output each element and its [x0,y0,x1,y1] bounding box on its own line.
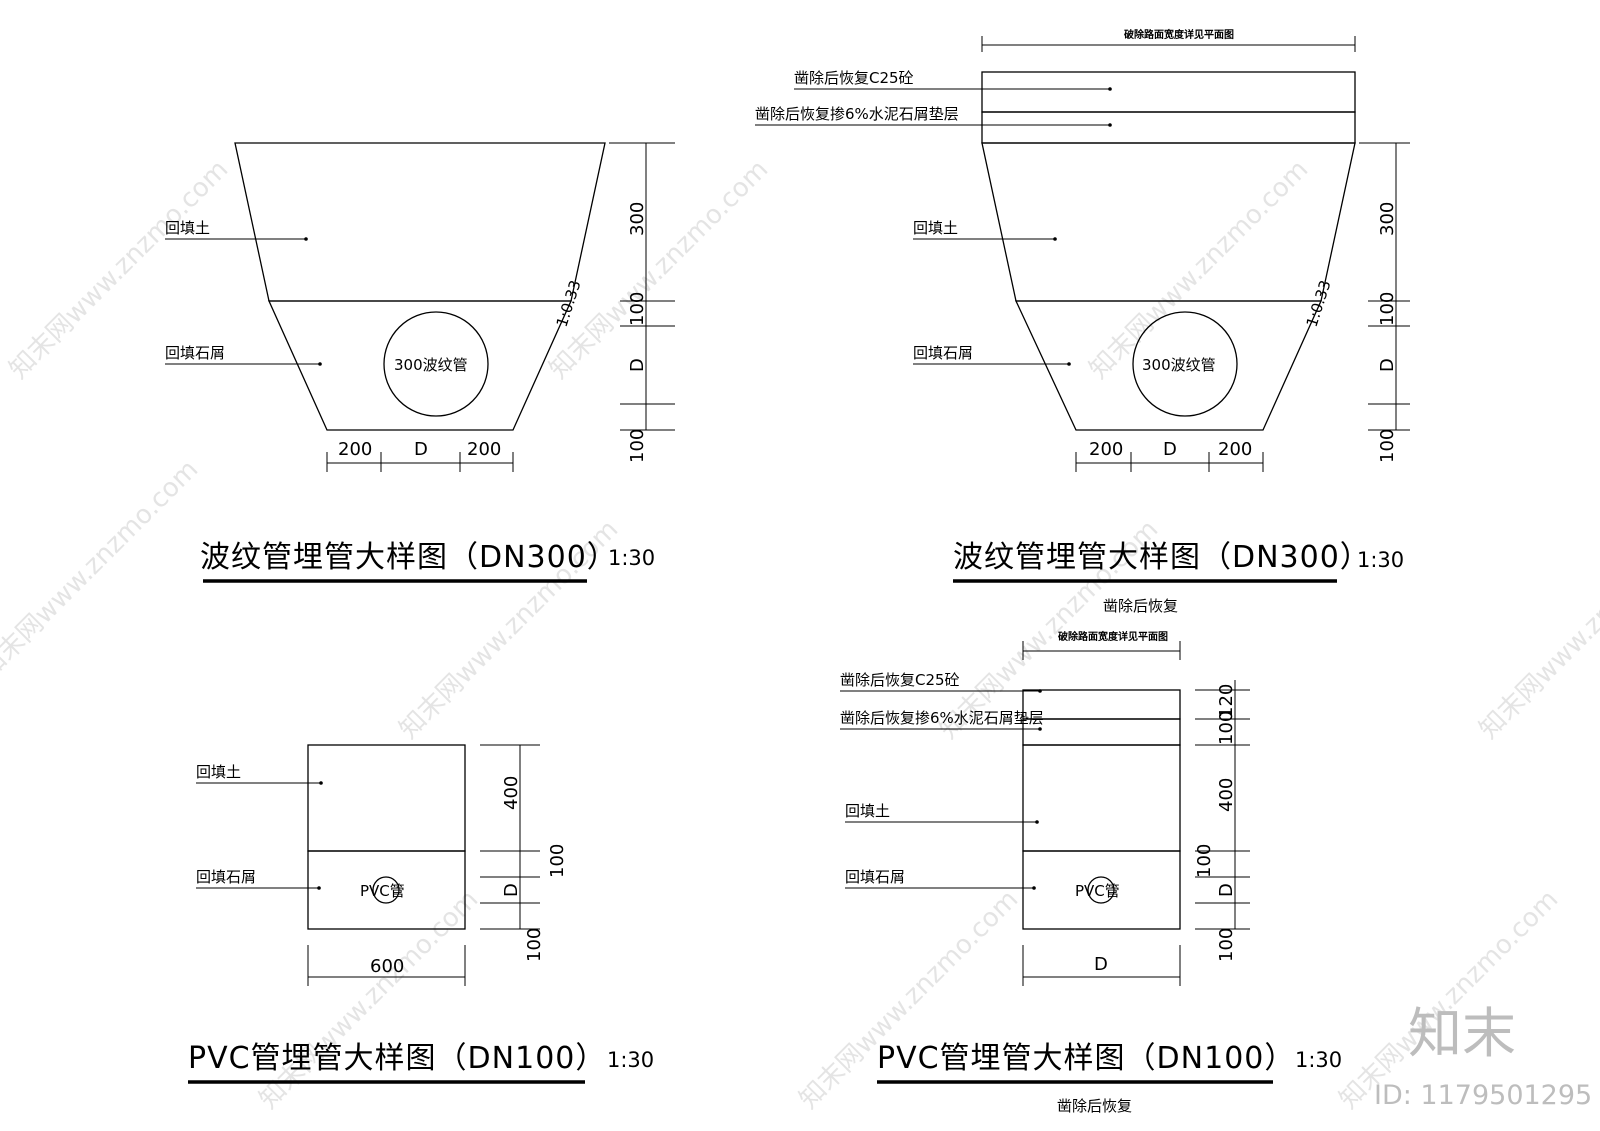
svg-text:D: D [501,883,522,897]
cement-cushion-layer [981,111,1356,144]
svg-text:D: D [1094,954,1108,975]
pipe-label: 300波纹管 [1142,356,1216,374]
svg-text:100: 100 [1194,844,1215,878]
detail-4: 破除路面宽度详见平面图 PVC管 凿除后恢复C25砼 凿除后恢复掺6%水泥石屑垫… [840,630,1342,1115]
c25-concrete-layer [981,71,1356,113]
svg-text:100: 100 [547,844,568,878]
corrugated-pipe [1132,311,1238,417]
svg-text:120: 120 [1216,684,1237,718]
svg-text:200: 200 [1089,439,1123,460]
watermark: 知末网www.znzmo.com 知末网www.znzmo.com 知末网www… [0,154,1600,1115]
corrugated-pipe [383,311,489,417]
svg-text:100: 100 [1216,711,1237,745]
watermark-text: 知末网www.znzmo.com [0,454,204,685]
pvc-pipe [1087,876,1115,904]
label-backfill-chips: 回填石屑 [845,868,905,886]
svg-text:100: 100 [1377,429,1398,463]
backfill-chips-layer [1014,300,1323,431]
svg-text:400: 400 [1216,778,1237,812]
bottom-note: 凿除后恢复 [1057,1097,1132,1115]
svg-text:100: 100 [524,928,545,962]
label-backfill-soil: 回填土 [196,763,241,781]
detail-scale: 1:30 [1357,548,1404,572]
label-c25: 凿除后恢复C25砼 [840,671,960,689]
backfill-soil-layer [307,744,466,852]
svg-text:D: D [1377,358,1398,372]
detail-title: 波纹管埋管大样图（DN300） [953,540,1371,575]
detail-title: PVC管埋管大样图（DN100） [188,1041,606,1076]
svg-text:D: D [1163,439,1177,460]
brand-logo: 知末 ID: 1179501295 [1374,1002,1592,1111]
label-backfill-soil: 回填土 [913,219,958,237]
svg-text:200: 200 [467,439,501,460]
backfill-chips-layer [267,300,573,431]
watermark-text: 知末网www.znzmo.com [1474,514,1600,745]
svg-text:200: 200 [1218,439,1252,460]
logo-text: 知末 [1408,1002,1516,1065]
detail-scale: 1:30 [608,546,655,570]
slope-label: 1:0.33 [1303,278,1335,329]
detail-title: 波纹管埋管大样图（DN300） [200,540,618,575]
cement-cushion-layer [1022,718,1181,746]
detail-scale: 1:30 [1295,1048,1342,1072]
pvc-pipe [372,876,400,904]
id-text: ID: 1179501295 [1374,1080,1592,1111]
svg-text:400: 400 [501,776,522,810]
backfill-chips-layer [1022,850,1181,930]
svg-text:D: D [414,439,428,460]
pipe-label: PVC管 [360,882,405,900]
top-note: 破除路面宽度详见平面图 [1058,630,1168,643]
label-backfill-chips: 回填石屑 [913,344,973,362]
label-backfill-chips: 回填石屑 [165,344,225,362]
svg-text:D: D [627,358,648,372]
pipe-label: 300波纹管 [394,356,468,374]
label-c25: 凿除后恢复C25砼 [794,69,914,87]
label-backfill-soil: 回填土 [165,219,210,237]
detail-1: 300波纹管 回填土 回填石屑 1:0.33 300 100 D 100 200… [165,142,675,583]
watermark-text: 知末网www.znzmo.com [1084,154,1315,385]
slope-label: 1:0.33 [553,278,585,329]
c25-concrete-layer [1022,689,1181,720]
svg-text:300: 300 [1377,202,1398,236]
detail-3: PVC管 回填土 回填石屑 400 100 D 100 600 PVC管埋管大样… [188,744,654,1084]
svg-text:100: 100 [627,292,648,326]
svg-text:100: 100 [1216,928,1237,962]
label-cushion: 凿除后恢复掺6%水泥石屑垫层 [755,105,959,123]
backfill-soil-layer [234,142,606,302]
backfill-chips-layer [307,850,466,930]
svg-text:100: 100 [1377,292,1398,326]
svg-text:300: 300 [627,202,648,236]
detail-2: 破除路面宽度详见平面图 300波纹管 凿除后恢复C25砼 凿除后恢复掺6%水泥石… [755,28,1410,615]
detail-title: PVC管埋管大样图（DN100） [877,1041,1295,1076]
detail-scale: 1:30 [607,1048,654,1072]
label-cushion: 凿除后恢复掺6%水泥石屑垫层 [840,709,1044,727]
svg-text:100: 100 [627,429,648,463]
label-backfill-soil: 回填土 [845,802,890,820]
svg-text:200: 200 [338,439,372,460]
bottom-note: 凿除后恢复 [1103,597,1178,615]
top-note: 破除路面宽度详见平面图 [1124,28,1234,41]
backfill-soil-layer [1022,744,1181,852]
svg-text:D: D [1216,883,1237,897]
svg-text:600: 600 [370,956,404,977]
pipe-label: PVC管 [1075,882,1120,900]
label-backfill-chips: 回填石屑 [196,868,256,886]
